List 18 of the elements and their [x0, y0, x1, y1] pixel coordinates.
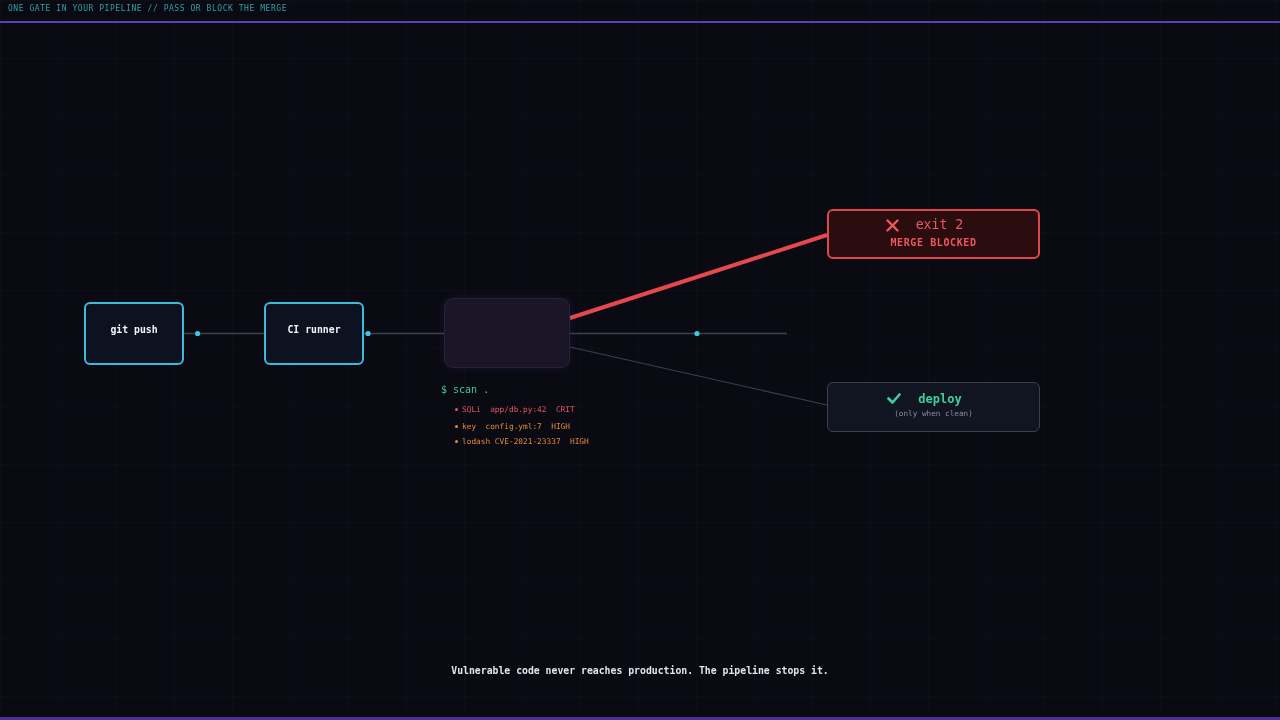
deploy-label: deploy [918, 391, 962, 407]
caption-text: Vulnerable code never reaches production. The pipeline stops it. [451, 665, 829, 677]
connector-line [569, 332, 788, 335]
step-box [84, 302, 184, 365]
exit-code: exit 2 [915, 217, 964, 233]
blocked-box [827, 209, 1040, 259]
connector-line [569, 233, 828, 320]
connector-line [569, 346, 828, 406]
page-title: ONE GATE IN YOUR PIPELINE // PASS OR BLOCK THE MERGE [8, 4, 288, 14]
step-label: git push [110, 323, 158, 336]
deploy-box [827, 382, 1040, 432]
step-label: CI runner [287, 323, 341, 336]
connector-line [183, 332, 265, 335]
command-line: $ scan . [441, 383, 490, 396]
gate-box [444, 298, 570, 368]
step-box [264, 302, 364, 365]
status-text: MERGE BLOCKED [890, 236, 977, 249]
connector-line [363, 332, 445, 335]
